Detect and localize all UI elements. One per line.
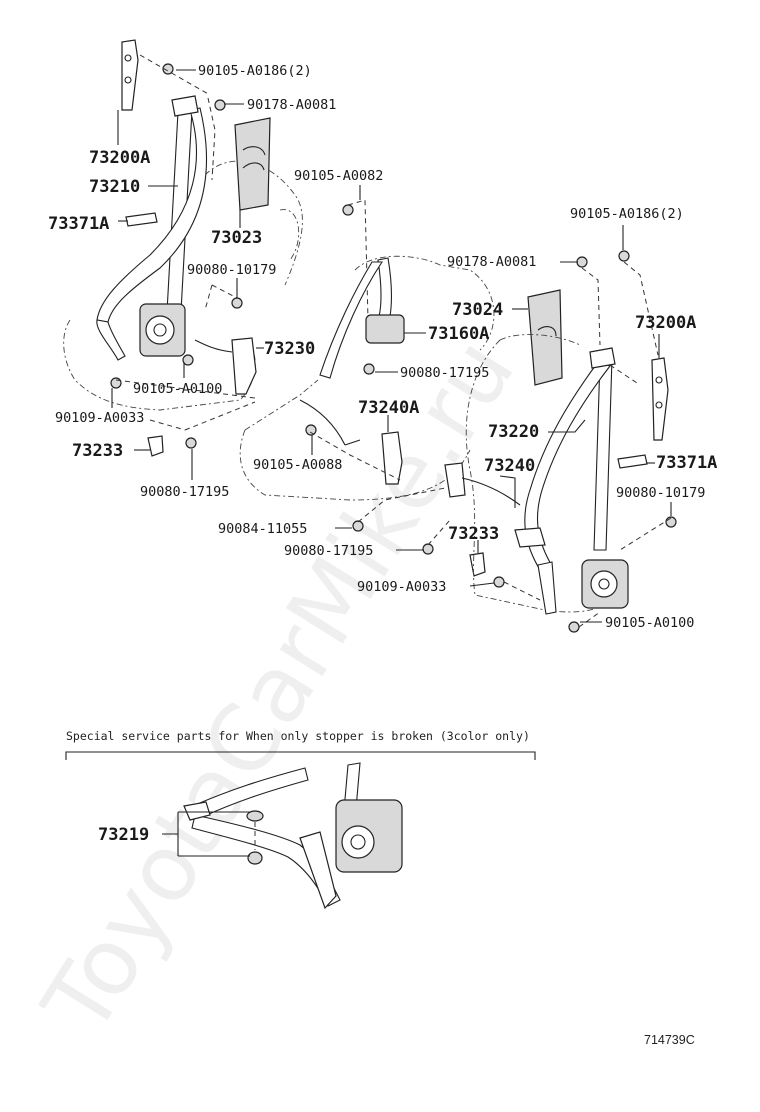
label-73233-mid: 73233 [448,524,499,544]
label-90080-10179-right: 90080-10179 [616,485,705,501]
leader-lines [111,69,672,623]
label-73160a: 73160A [428,324,489,344]
label-73240: 73240 [484,456,535,476]
label-73210: 73210 [89,177,140,197]
service-note: Special service parts for When only stop… [66,729,530,743]
bolt-icon [110,63,354,449]
label-90109-a0033: 90109-A0033 [55,410,144,426]
label-73233: 73233 [72,441,123,461]
watermark: ToyotaCarMike.ru [22,320,535,1052]
label-90178-a0081: 90178-A0081 [247,97,336,113]
label-90080-17195: 90080-17195 [140,484,229,500]
bolt-icon [305,363,434,555]
label-90105-a0186-2: 90105-A0186(2) [198,63,312,79]
right-front-seat-belt-assembly [465,250,677,633]
figure-code: 714739C [644,1033,695,1047]
label-73219: 73219 [98,825,149,845]
label-90080-17195-mid: 90080-17195 [400,365,489,381]
label-73371a-right: 73371A [656,453,717,473]
label-73200a: 73200A [89,148,150,168]
label-73200a-right: 73200A [635,313,696,333]
label-73240a: 73240A [358,398,419,418]
label-90105-a0186-2-right: 90105-A0186(2) [570,206,684,222]
label-90109-a0033-right: 90109-A0033 [357,579,446,595]
label-90080-17195-low: 90080-17195 [284,543,373,559]
part-labels: 90105-A0186(2) 90178-A0081 73200A 73210 … [48,63,717,845]
label-90105-a0100-right: 90105-A0100 [605,615,694,631]
label-90084-11055: 90084-11055 [218,521,307,537]
label-73023: 73023 [211,228,262,248]
label-90178-a0081-right: 90178-A0081 [447,254,536,270]
service-parts-inset: Special service parts for When only stop… [65,729,536,910]
center-seat-belt-assembly [239,255,563,577]
label-90105-a0088: 90105-A0088 [253,457,342,473]
label-73230: 73230 [264,339,315,359]
left-front-seat-belt-assembly [63,39,369,457]
label-90105-a0100: 90105-A0100 [133,381,222,397]
label-73024: 73024 [452,300,503,320]
label-90105-a0082: 90105-A0082 [294,168,383,184]
label-90080-10179: 90080-10179 [187,262,276,278]
label-73371a: 73371A [48,214,109,234]
label-73220: 73220 [488,422,539,442]
